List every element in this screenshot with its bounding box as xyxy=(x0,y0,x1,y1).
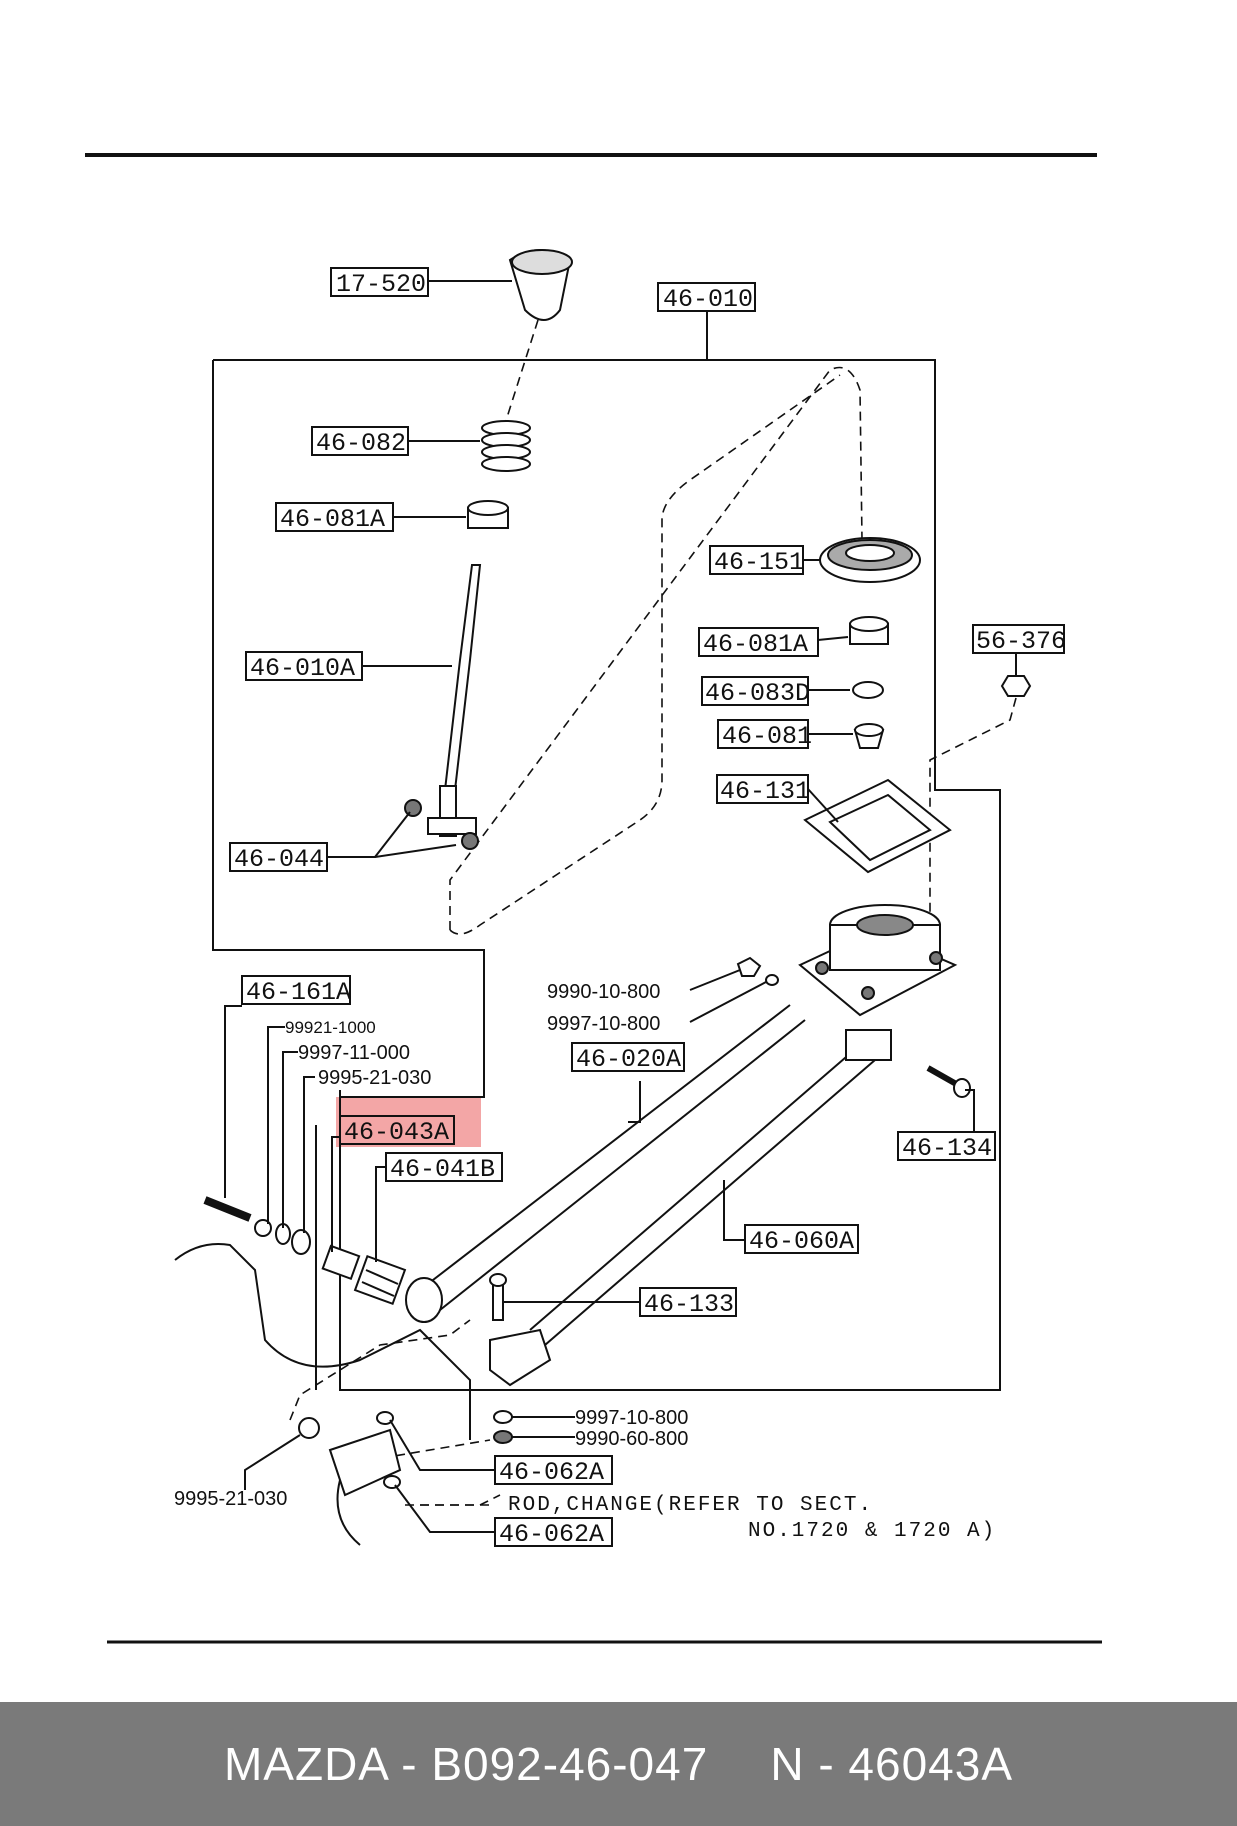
small-nut xyxy=(736,956,762,977)
extension-rod-part xyxy=(529,1029,892,1346)
svg-text:46-043A: 46-043A xyxy=(344,1118,449,1147)
spring-part xyxy=(481,420,531,472)
callout-46-131: 46-131 xyxy=(716,774,810,806)
svg-text:46-081A: 46-081A xyxy=(703,630,808,659)
svg-text:46-161A: 46-161A xyxy=(246,978,351,1007)
callout-46-043A: 46-043A xyxy=(339,1115,455,1147)
callout-46-044: 46-044 xyxy=(229,842,328,874)
callout-46-161A: 46-161A xyxy=(241,975,351,1007)
callout-46-082: 46-082 xyxy=(311,426,409,458)
label-9997-10-800-top: 9997-10-800 xyxy=(547,1013,660,1035)
note-line-1: ROD,CHANGE(REFER TO SECT. xyxy=(508,1494,873,1517)
callout-46-133: 46-133 xyxy=(639,1287,737,1319)
svg-text:46-041B: 46-041B xyxy=(390,1155,495,1184)
shift-lever-part xyxy=(443,564,482,791)
svg-text:46-131: 46-131 xyxy=(720,777,810,806)
bolt-46-134 xyxy=(926,1065,971,1098)
svg-text:46-020A: 46-020A xyxy=(576,1045,681,1074)
highlight-46-043A xyxy=(336,1097,481,1147)
assembly-bracket-inner xyxy=(212,360,485,1098)
caption-reference: N - 46043A xyxy=(770,1738,1014,1790)
svg-text:17-520: 17-520 xyxy=(336,270,426,299)
nut-part xyxy=(1000,675,1032,697)
shift-knob-part xyxy=(508,249,573,321)
callout-46-081A-mid: 46-081A xyxy=(698,627,819,659)
label-9990-60-800: 9990-60-800 xyxy=(575,1428,688,1450)
svg-text:46-062A: 46-062A xyxy=(499,1520,604,1549)
svg-text:56-376: 56-376 xyxy=(976,627,1066,656)
bushing-46-041B xyxy=(353,1254,407,1306)
callout-46-062A-a: 46-062A xyxy=(494,1455,613,1487)
callout-46-151: 46-151 xyxy=(709,545,804,577)
svg-text:46-062A: 46-062A xyxy=(499,1458,604,1487)
label-9990-10-800: 9990-10-800 xyxy=(547,981,660,1003)
bushing-46-043A xyxy=(321,1244,361,1281)
bushing-stack xyxy=(849,616,889,749)
callout-46-083D: 46-083D xyxy=(701,676,810,708)
callout-46-081: 46-081 xyxy=(717,719,812,751)
label-9995-21-030-bottom: 9995-21-030 xyxy=(174,1488,287,1510)
callout-46-041B: 46-041B xyxy=(385,1152,503,1184)
svg-text:46-083D: 46-083D xyxy=(705,679,810,708)
callout-46-010: 46-010 xyxy=(657,282,756,314)
boot-outline xyxy=(449,366,863,930)
svg-text:46-133: 46-133 xyxy=(644,1290,734,1319)
bushing-part xyxy=(467,500,509,529)
svg-text:46-082: 46-082 xyxy=(316,429,406,458)
small-washer xyxy=(765,974,779,986)
svg-text:46-081: 46-081 xyxy=(722,722,812,751)
label-99921-1000: 99921-1000 xyxy=(285,1018,376,1037)
svg-text:46-044: 46-044 xyxy=(234,845,324,874)
exploded-parts-diagram: 17-520 46-010 46-082 46-081A 46-151 46-0… xyxy=(85,153,1102,1644)
callout-46-060A: 46-060A xyxy=(744,1224,859,1256)
transmission-outline xyxy=(174,1243,471,1440)
svg-text:46-010A: 46-010A xyxy=(250,654,355,683)
svg-text:46-060A: 46-060A xyxy=(749,1227,854,1256)
svg-text:46-134: 46-134 xyxy=(902,1134,992,1163)
label-9995-21-030-top: 9995-21-030 xyxy=(318,1067,431,1089)
label-9997-10-800-bottom: 9997-10-800 xyxy=(575,1407,688,1429)
washer-bottom xyxy=(493,1410,513,1424)
washer-9995 xyxy=(298,1417,320,1439)
assembly-bracket-46-010 xyxy=(213,359,1001,1391)
callout-46-081A-top: 46-081A xyxy=(275,502,394,534)
callout-46-062A-b: 46-062A xyxy=(494,1517,613,1549)
callout-56-376: 56-376 xyxy=(972,624,1066,656)
change-rod-part xyxy=(405,1004,806,1323)
shaft-end xyxy=(328,1428,402,1497)
svg-text:46-151: 46-151 xyxy=(714,548,804,577)
caption-bar: MAZDA - B092-46-047 N - 46043A xyxy=(0,1702,1237,1826)
callout-17-520: 17-520 xyxy=(330,267,429,299)
svg-text:46-081A: 46-081A xyxy=(280,505,385,534)
housing-part xyxy=(798,904,958,1017)
callout-46-020A: 46-020A xyxy=(571,1042,685,1074)
svg-text:46-010: 46-010 xyxy=(663,285,753,314)
nut-bottom xyxy=(493,1430,513,1444)
note-line-2: NO.1720 & 1720 A) xyxy=(748,1520,996,1543)
caption-text: MAZDA - B092-46-047 N - 46043A xyxy=(224,1737,1013,1791)
caption-part-number: MAZDA - B092-46-047 xyxy=(223,1738,709,1790)
seal-part xyxy=(819,537,921,583)
callout-46-010A: 46-010A xyxy=(245,651,363,683)
bolt-46-133 xyxy=(489,1273,552,1387)
gasket-part xyxy=(803,778,952,874)
label-9997-11-000: 9997-11-000 xyxy=(298,1042,410,1064)
bolt-46-161A xyxy=(203,1196,311,1255)
callout-46-134: 46-134 xyxy=(897,1131,996,1163)
